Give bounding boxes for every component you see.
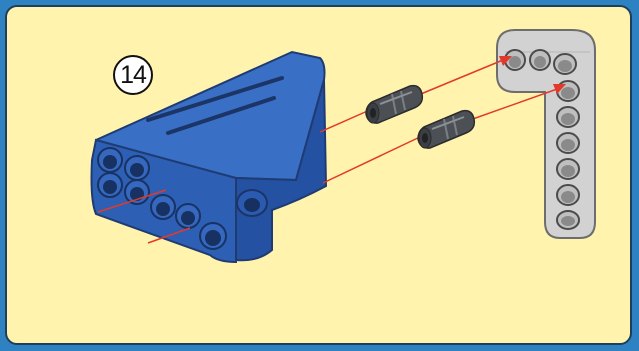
step-number: 14: [120, 61, 146, 90]
connector-pin: [366, 86, 422, 123]
connector-pin: [418, 111, 474, 148]
gray-l-beam: [497, 30, 595, 238]
step-number-badge: 14: [113, 55, 153, 95]
